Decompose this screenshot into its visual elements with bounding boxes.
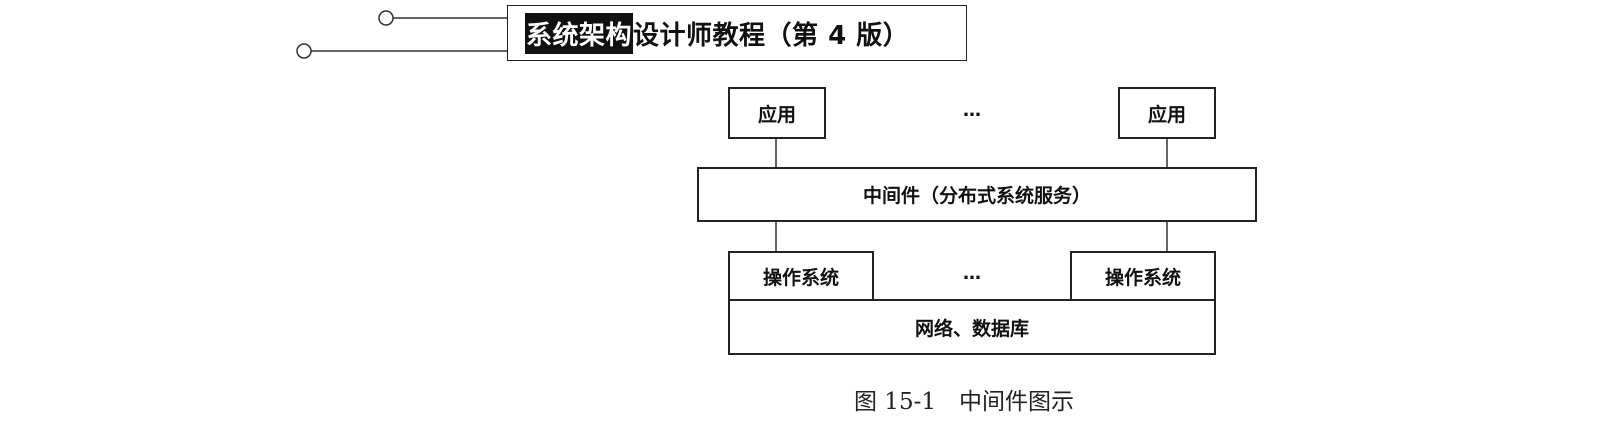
network-database-box: 网络、数据库: [728, 299, 1216, 355]
book-title-text: 设计师教程（第 4 版）: [633, 20, 910, 51]
app-ellipsis: …: [963, 100, 982, 121]
os-ellipsis: …: [963, 263, 982, 284]
book-title-highlight: 系统架构: [525, 12, 634, 54]
app-box-right: 应用: [1118, 87, 1216, 139]
app-box-left: 应用: [728, 87, 826, 139]
figure-caption: 图 15-1 中间件图示: [854, 389, 1074, 415]
os-box-right: 操作系统: [1070, 251, 1216, 301]
os-box-left: 操作系统: [728, 251, 874, 301]
middleware-box: 中间件（分布式系统服务）: [697, 167, 1257, 222]
book-title-box: 系统架构设计师教程（第 4 版）: [507, 5, 967, 61]
